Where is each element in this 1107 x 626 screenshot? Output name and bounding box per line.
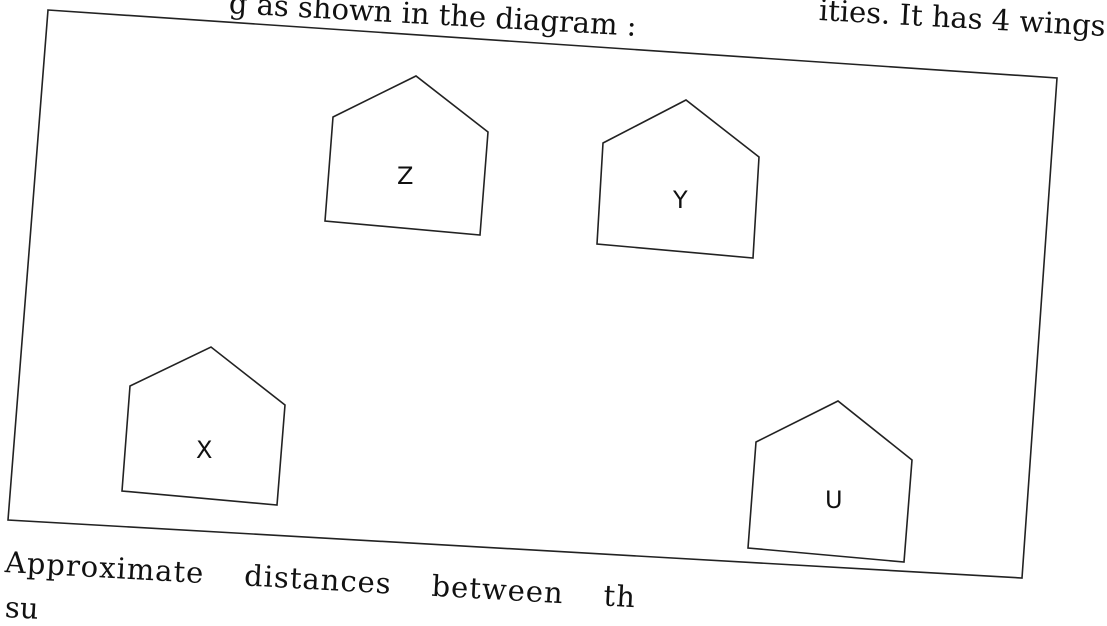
wing-u-building: [747, 400, 913, 563]
wing-x-building: [121, 346, 286, 506]
distances-text-cont: su: [4, 590, 40, 626]
wing-z-label: Z: [397, 162, 413, 190]
campus-diagram: Z Y X U: [7, 9, 1058, 579]
campus-boundary: [7, 9, 1058, 579]
footer-word-4: th: [602, 578, 637, 615]
wing-y-label: Y: [672, 186, 688, 214]
footer-word-3: between: [430, 568, 565, 611]
wing-u-label: U: [825, 486, 843, 514]
wing-x-label: X: [196, 436, 212, 464]
wing-y-building: [596, 99, 760, 259]
wing-z: Z: [324, 75, 489, 236]
wing-x: X: [121, 346, 286, 506]
wing-u: U: [747, 400, 913, 563]
wing-y: Y: [596, 99, 760, 259]
wing-z-building: [324, 75, 489, 236]
